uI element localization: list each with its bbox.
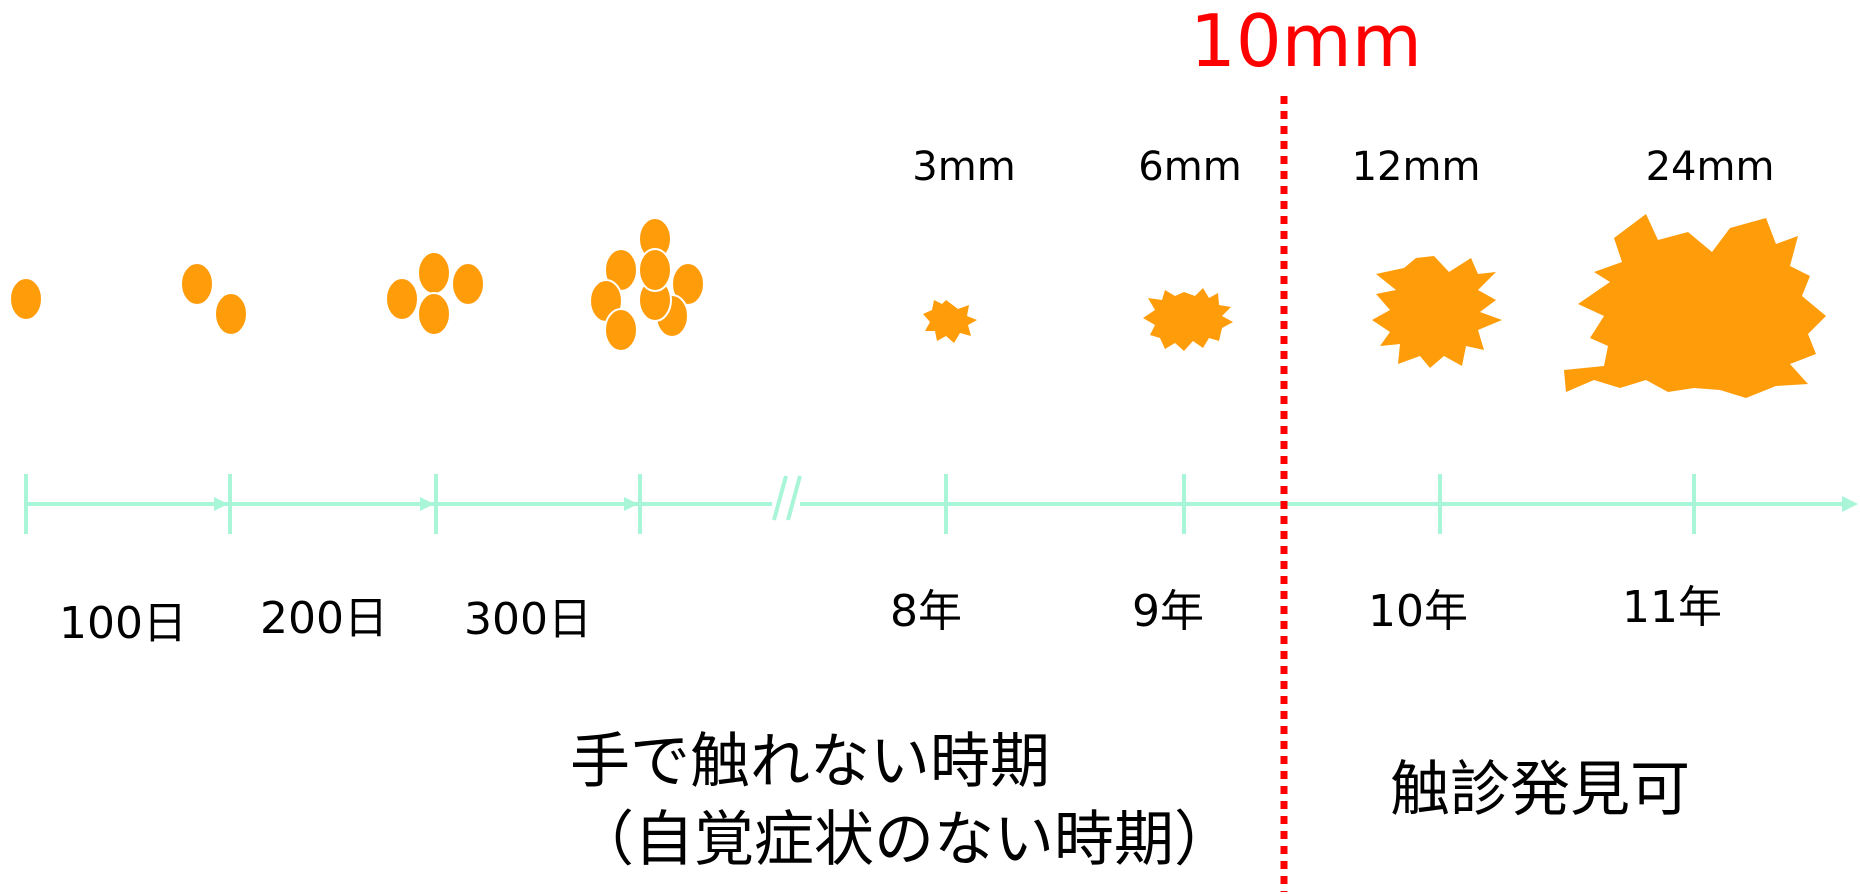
tumor-cell <box>451 262 485 306</box>
time-label: 100日 <box>59 598 187 649</box>
time-label: 10年 <box>1368 586 1468 637</box>
size-label: 24mm <box>1646 144 1775 190</box>
time-label: 8年 <box>890 586 962 637</box>
tumor-cell <box>417 292 451 336</box>
phase-before-line1: 手で触れない時期 <box>570 727 1050 797</box>
tumor-mass-6mm <box>1143 288 1233 351</box>
timeline-arrowhead-2 <box>420 497 434 511</box>
time-label: 200日 <box>260 593 388 644</box>
tumor-cell <box>180 262 214 306</box>
tumor-cell <box>385 277 419 321</box>
tumor-mass-12mm <box>1372 256 1502 368</box>
threshold-label: 10mm <box>1190 0 1422 83</box>
time-label: 300日 <box>464 594 592 645</box>
size-label: 6mm <box>1138 144 1241 190</box>
axis-break-mark <box>786 475 802 521</box>
phase-before-line2: （自覚症状のない時期） <box>574 805 1234 875</box>
tumor-cell <box>604 308 638 352</box>
size-labels: 3mm 6mm 12mm 24mm <box>912 144 1774 190</box>
time-label: 11年 <box>1622 582 1722 633</box>
tumor-cell <box>9 277 43 321</box>
tumor-cell <box>214 292 248 336</box>
size-label: 12mm <box>1352 144 1481 190</box>
tumor-masses <box>923 214 1826 398</box>
time-label: 9年 <box>1132 586 1204 637</box>
tumor-cell <box>671 262 705 306</box>
axis-break-mark <box>772 475 788 521</box>
cell-clusters <box>9 217 705 352</box>
phase-labels: 手で触れない時期 （自覚症状のない時期） 触診発見可 <box>570 727 1690 875</box>
timeline-arrowhead-1 <box>214 497 228 511</box>
time-labels: 100日 200日 300日 8年 9年 10年 11年 <box>59 582 1722 649</box>
tumor-cell <box>417 251 451 295</box>
timeline <box>24 474 1858 534</box>
timeline-arrowhead-end <box>1842 496 1858 512</box>
timeline-arrowhead-3 <box>624 497 638 511</box>
tumor-mass-24mm <box>1564 214 1826 398</box>
tumor-mass-3mm <box>923 300 977 343</box>
phase-after-label: 触診発見可 <box>1390 755 1690 825</box>
tumor-cell <box>638 248 672 292</box>
size-label: 3mm <box>912 144 1015 190</box>
